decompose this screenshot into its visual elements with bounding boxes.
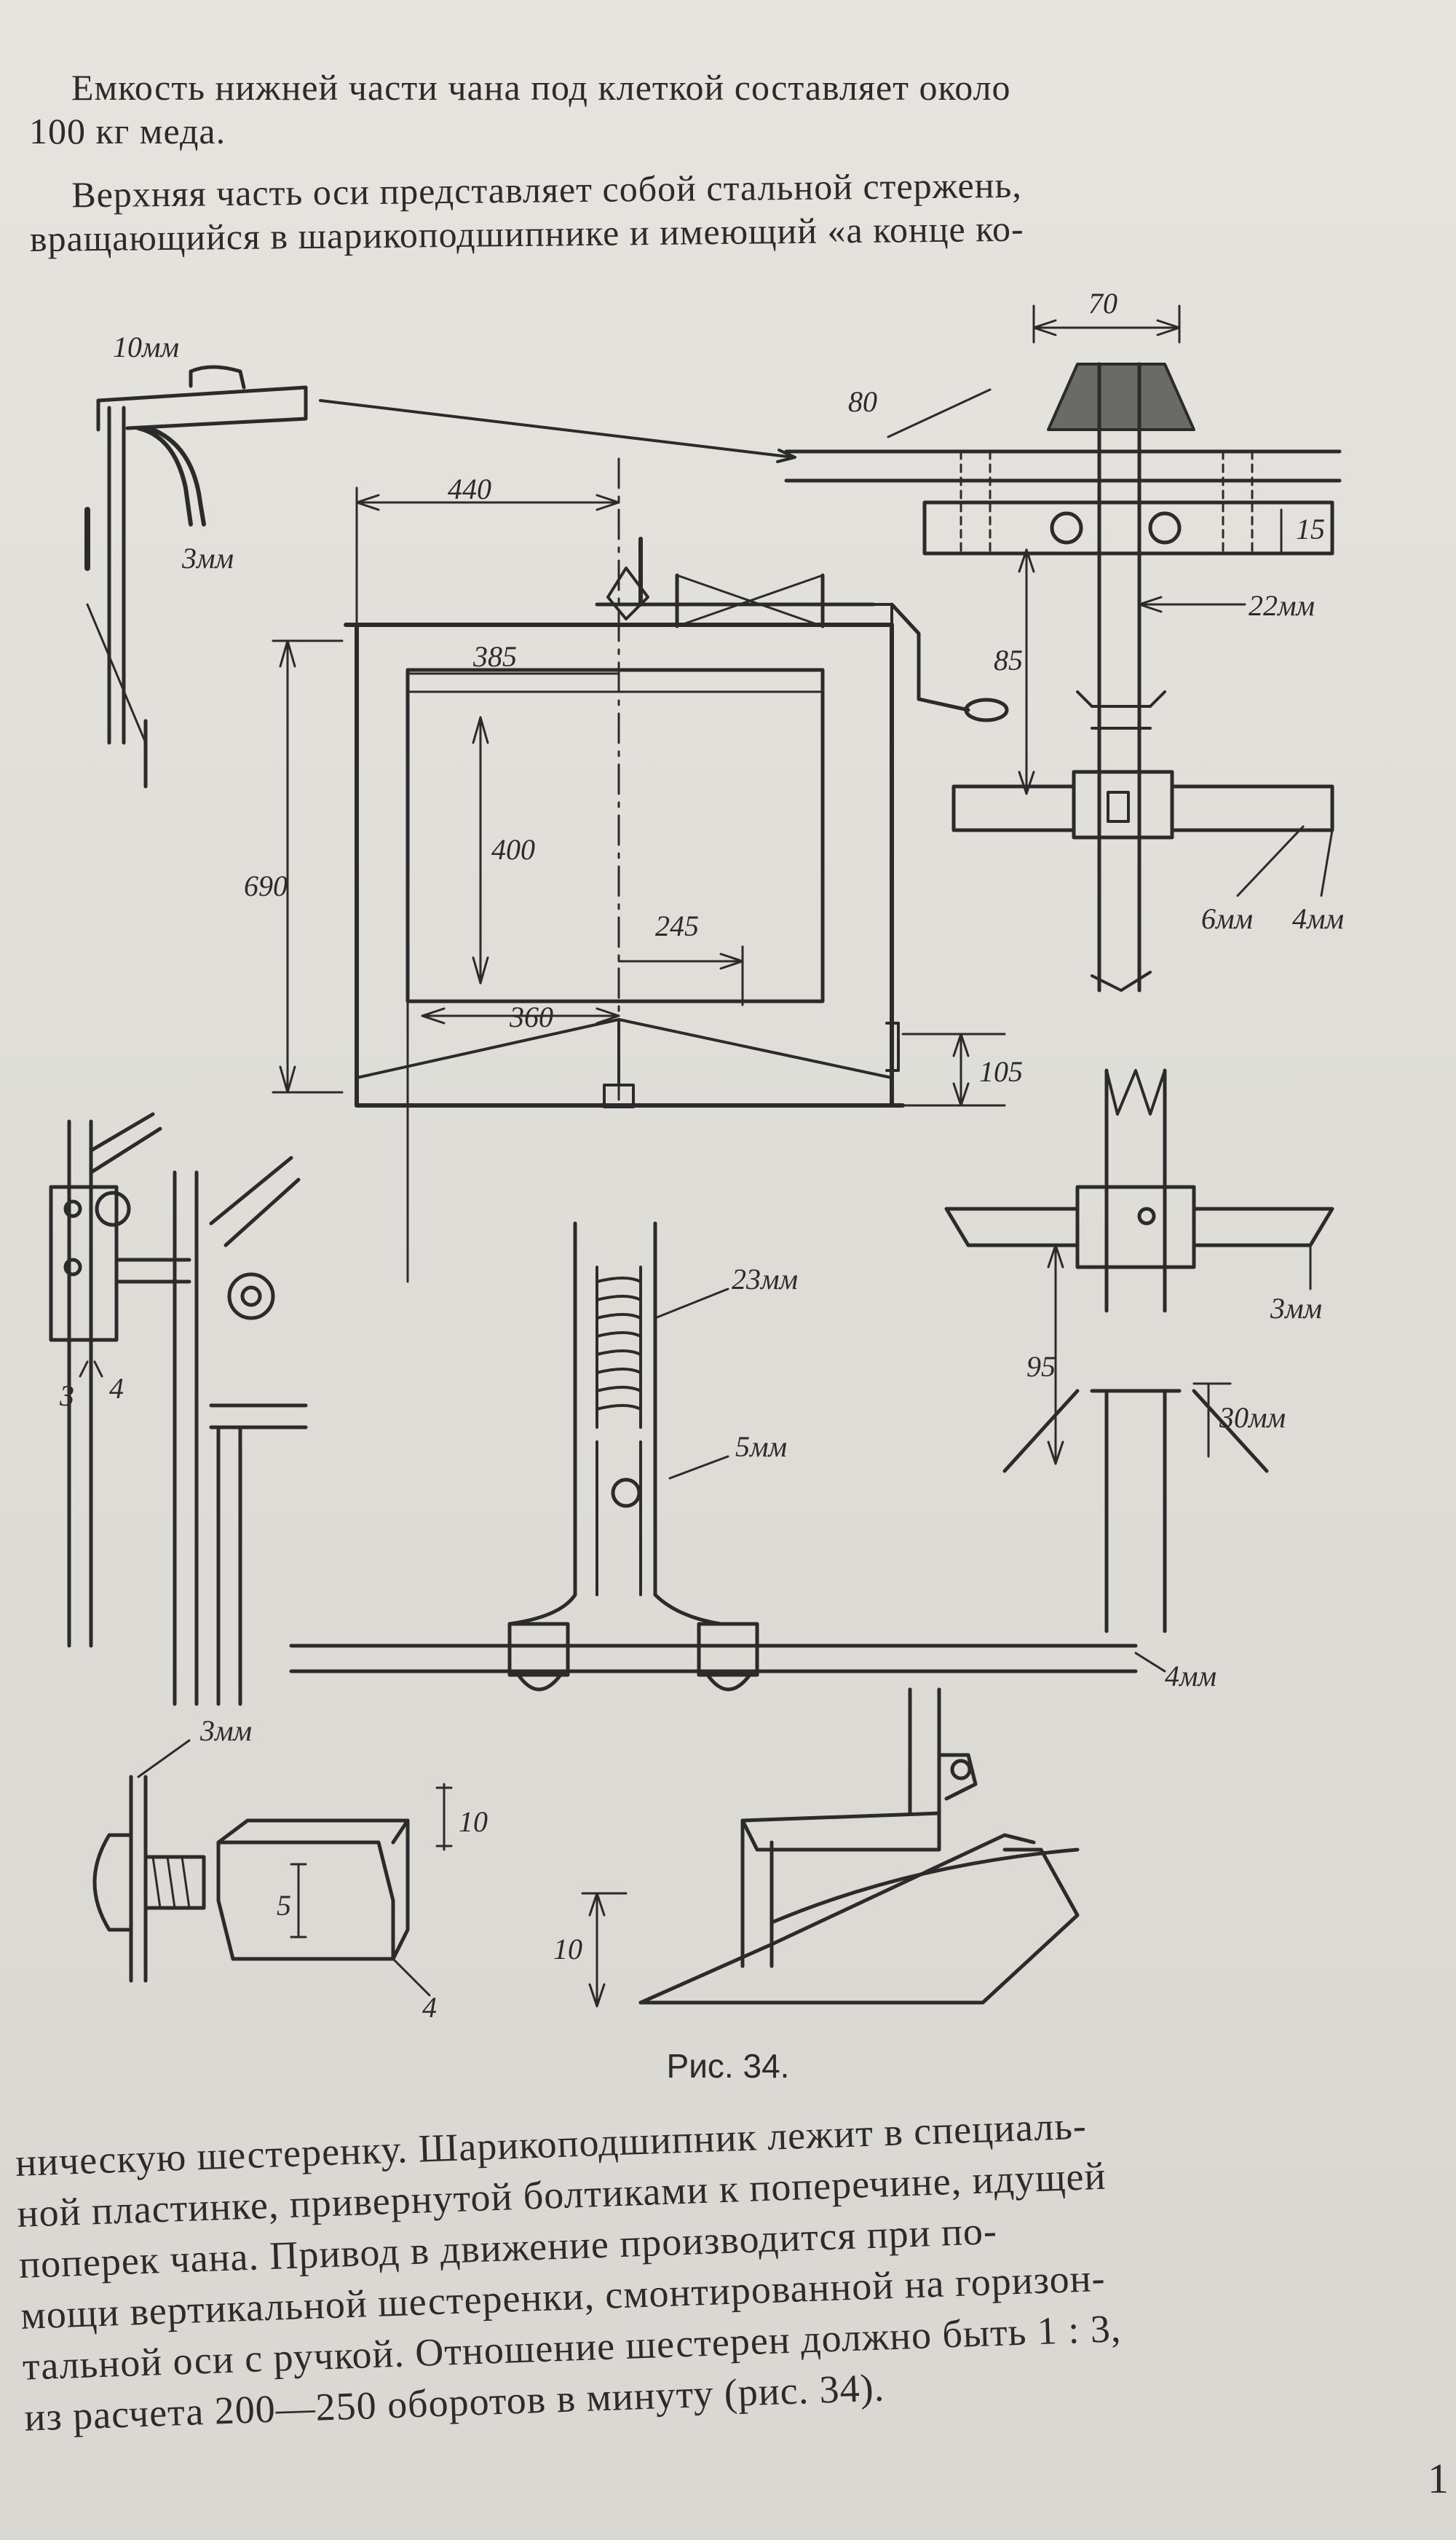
blade-detail (581, 1687, 1080, 2008)
figure-labels: 10мм 3мм 440 80 70 15 85 22мм 385 400 69… (59, 287, 1344, 2024)
figure-caption: Рис. 34. (666, 2047, 790, 2085)
label-245: 245 (655, 910, 699, 942)
label-360: 360 (509, 1001, 553, 1033)
label-80: 80 (848, 385, 877, 418)
technical-drawing-figure: 10мм 3мм 440 80 70 15 85 22мм 385 400 69… (49, 287, 1344, 2024)
label-22mm: 22мм (1249, 589, 1315, 622)
label-5: 5 (277, 1889, 291, 1922)
label-440: 440 (448, 473, 491, 505)
label-10-upper: 10 (459, 1805, 488, 1838)
label-15: 15 (1296, 513, 1325, 545)
label-400: 400 (491, 833, 535, 866)
label-23mm: 23мм (732, 1263, 798, 1295)
label-3mm-right: 3мм (1270, 1292, 1322, 1325)
label-3: 3 (59, 1379, 74, 1412)
label-4mm: 4мм (1292, 902, 1344, 935)
label-10-lower: 10 (553, 1933, 582, 1965)
label-70: 70 (1088, 287, 1117, 320)
label-4: 4 (109, 1372, 124, 1405)
hinge-detail (49, 1112, 308, 1706)
label-30mm: 30мм (1219, 1401, 1286, 1434)
paddle-detail (944, 1068, 1334, 1633)
label-3mm: 3мм (181, 542, 234, 575)
label-105: 105 (979, 1055, 1023, 1088)
label-4-block: 4 (422, 1991, 437, 2024)
bearing-detail (784, 304, 1342, 993)
paragraph-capacity: Емкость нижней части чана под клеткой со… (29, 66, 1383, 153)
text-line: 100 кг меда. (29, 111, 226, 151)
label-385: 385 (472, 640, 517, 673)
label-4mm-bar: 4мм (1165, 1660, 1216, 1692)
label-6mm: 6мм (1201, 902, 1253, 935)
paragraph-axis: Верхняя часть оси представляет собой ста… (29, 159, 1384, 261)
paragraph-bearing: ническую шестеренку. Шарикоподшипник леж… (15, 2088, 1436, 2442)
label-3mm-bottom: 3мм (199, 1714, 252, 1747)
extractor-tank-drawing (344, 457, 1009, 1108)
label-5mm: 5мм (735, 1430, 787, 1463)
text-line: Емкость нижней части чана под клеткой со… (71, 67, 1011, 108)
dimension-lines (272, 486, 1006, 1283)
label-10mm: 10мм (113, 331, 179, 363)
spring-bolt-detail (289, 1221, 1166, 1692)
label-690: 690 (244, 869, 288, 902)
label-85: 85 (994, 644, 1023, 677)
bracket-detail (84, 365, 308, 789)
bolt-block-detail (92, 1739, 453, 1997)
label-95: 95 (1026, 1350, 1056, 1383)
page-number: 1 (1428, 2455, 1449, 2502)
